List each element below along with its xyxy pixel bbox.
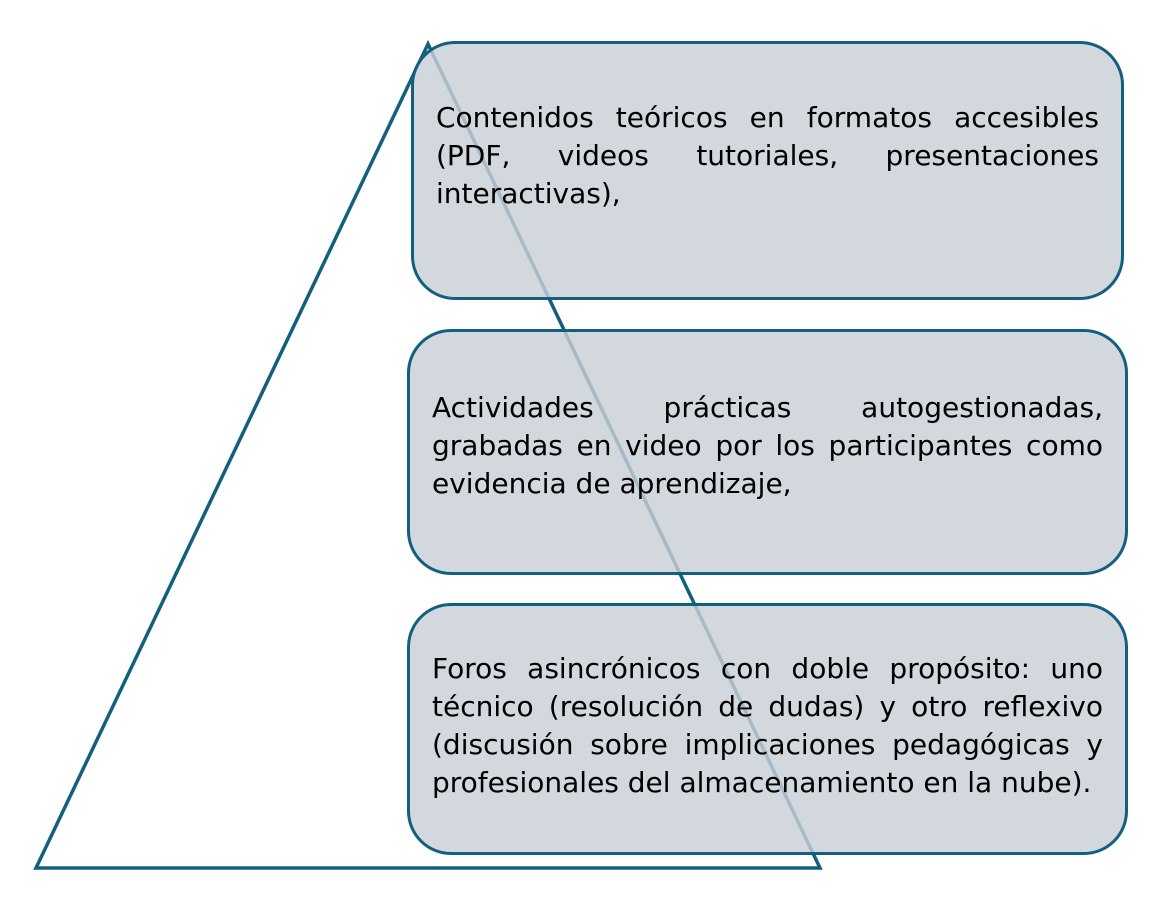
box-practical-activities: Actividades prácticas autogestionadas, g… [407,329,1128,575]
box-theoretical-content: Contenidos teóricos en formatos accesibl… [411,41,1124,300]
box-asynchronous-forums: Foros asincrónicos con doble propósito: … [407,603,1128,855]
box-text: Foros asincrónicos con doble propósito: … [432,652,1103,799]
box-text: Contenidos teóricos en formatos accesibl… [436,100,1099,210]
box-text: Actividades prácticas autogestionadas, g… [432,391,1103,500]
